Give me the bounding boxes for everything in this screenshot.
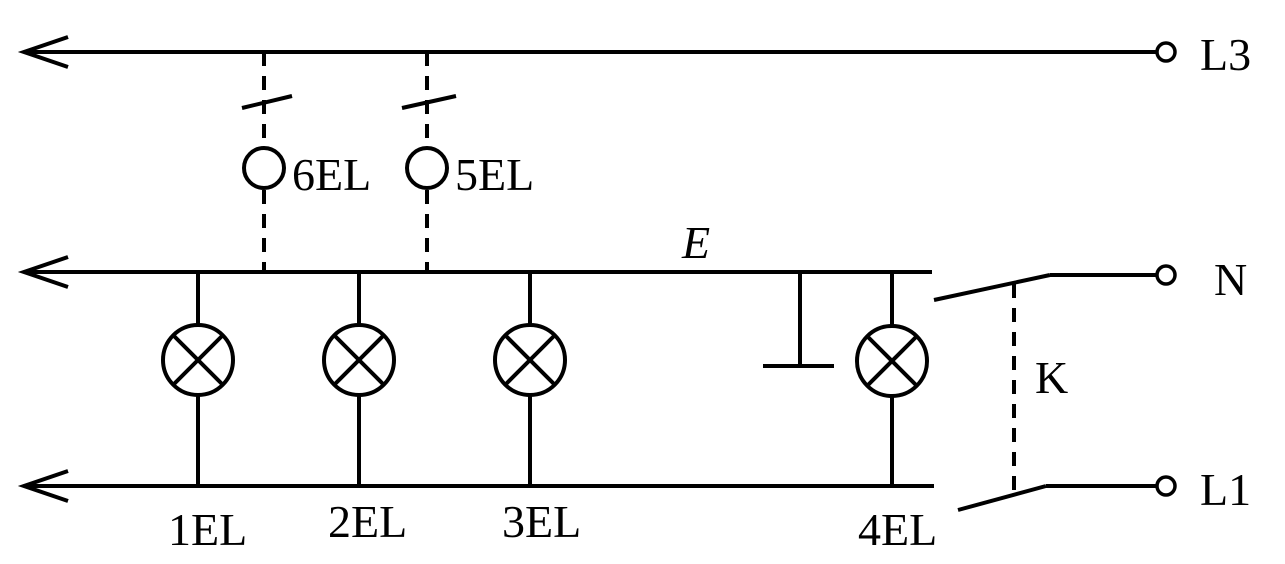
- lamp-6el: [241, 52, 293, 272]
- lamp-5el: [401, 52, 457, 272]
- switch-k-label: K: [1035, 352, 1068, 403]
- l3-label: L3: [1200, 29, 1251, 80]
- lamp-6el-symbol: [242, 146, 286, 190]
- switch-k: [933, 273, 1051, 512]
- l3-terminal: [1155, 41, 1177, 63]
- lamp-5el-switch-mark: [401, 94, 457, 110]
- n-terminal: [1155, 264, 1177, 286]
- lamp-1el: [161, 272, 235, 486]
- lamp-2el: [322, 272, 396, 486]
- l1-label: L1: [1200, 464, 1251, 515]
- l1-terminal: [1155, 475, 1177, 497]
- ground-stub: [763, 272, 834, 368]
- l1-bus: [17, 469, 1177, 503]
- lamp-4el-label: 4EL: [858, 504, 937, 555]
- switch-k-blade-n: [933, 273, 1051, 302]
- lamp-1el-label: 1EL: [168, 504, 247, 555]
- lamp-4el: [855, 272, 929, 486]
- switch-k-blade-l1: [957, 484, 1047, 512]
- n-bus: [17, 255, 1177, 289]
- l3-bus: [17, 35, 1177, 69]
- n-label: N: [1214, 254, 1247, 305]
- lamp-5el-label: 5EL: [455, 149, 534, 200]
- e-label: E: [681, 217, 710, 268]
- lamp-2el-label: 2EL: [328, 496, 407, 547]
- lamp-3el-label: 3EL: [502, 496, 581, 547]
- lamp-6el-label: 6EL: [292, 149, 371, 200]
- lamp-5el-symbol: [405, 146, 449, 190]
- lamp-6el-switch-mark: [241, 94, 293, 110]
- lamp-3el: [493, 272, 567, 486]
